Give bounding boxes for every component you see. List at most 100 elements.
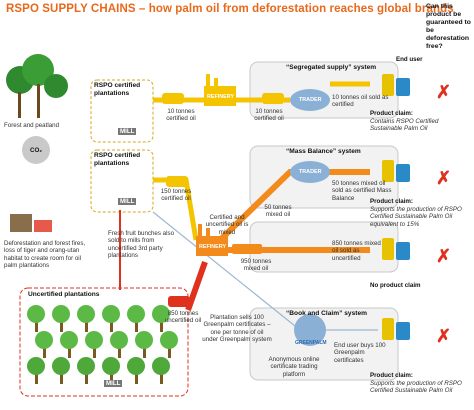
palm-crown [152, 305, 170, 323]
diagram-title: RSPO SUPPLY CHAINS – how palm oil from d… [6, 3, 454, 15]
truck-icon-1 [162, 93, 184, 104]
palm-crown [52, 305, 70, 323]
trader-icon-1 [290, 89, 330, 111]
anonymous-platform-label: Anonymous online certificate trading pla… [268, 356, 320, 378]
system-sold-3: 850 tonnes mixed oil sold as uncertified [332, 240, 381, 262]
system-sold-1: 10 tonnes oil sold as certified [332, 94, 389, 109]
deforestation-question: Can this product be guaranteed to be def… [426, 3, 471, 50]
palm-trunk [93, 342, 96, 358]
truck-icon-4 [168, 296, 190, 307]
line-certified-to-greenpalm [152, 211, 301, 331]
palm-trunk [68, 342, 71, 358]
palm-trunk [110, 368, 113, 384]
system-title-2: “Mass Balance” system [286, 148, 361, 155]
palm-trunk [143, 342, 146, 358]
ship-icon [232, 244, 262, 254]
certified-plantation-box-1 [90, 79, 154, 143]
certified-plantation-box-2 [90, 149, 154, 213]
trader-label-1: TRADER [299, 97, 322, 103]
system-sold-4: End user buys 100 Greenpalm certificates [334, 342, 386, 364]
claim-title-2: Product claim: [370, 198, 413, 205]
palm-crown [102, 305, 120, 323]
palm-trunk [160, 316, 163, 332]
co2-cloud [22, 136, 50, 164]
refinery-label-1: REFINERY [207, 94, 235, 100]
arrow-uncertified-to-refinery [185, 260, 208, 312]
palm-crown [127, 305, 145, 323]
trader-label-2: TRADER [299, 169, 322, 175]
palm-crown [52, 357, 70, 375]
claim-title-1: Product claim: [370, 110, 413, 117]
mill-label-3: MILL [104, 380, 123, 388]
palm-trunk [135, 368, 138, 384]
trader-icon-2 [290, 161, 330, 183]
palm-trunk [60, 368, 63, 384]
refinery-label-2: REFINERY [199, 244, 227, 250]
flow-label-1: 10 tonnes certified oil [166, 108, 196, 123]
flow-label-4: Certified and uncertified oil is mixed [205, 214, 249, 236]
claim-title-3: No product claim [370, 282, 421, 289]
plantation-sells-label: Plantation sells 100 Greenpalm certifica… [202, 314, 272, 344]
palm-crown [60, 331, 78, 349]
uncertified-plantation-label: Uncertified plantations [28, 291, 100, 298]
uncertified-palms [27, 305, 178, 384]
claim-text-4: Supports the production of RSPO Certifie… [370, 380, 462, 395]
palm-trunk [110, 316, 113, 332]
palm-crown [35, 331, 53, 349]
palm-crown [85, 331, 103, 349]
palm-crown [77, 305, 95, 323]
co2-label: CO₂ [30, 147, 43, 154]
palm-crown [110, 331, 128, 349]
palm-crown [77, 357, 95, 375]
system-title-1: “Segregated supply” system [286, 64, 377, 71]
palm-crown [27, 357, 45, 375]
mill-label-2: MILL [118, 198, 137, 206]
deforestation-icon [10, 214, 52, 232]
palm-trunk [85, 316, 88, 332]
cross-icon-3: ✗ [436, 246, 452, 266]
palm-crown [102, 357, 120, 375]
refinery-icon-1 [204, 74, 236, 106]
cross-icon-4: ✗ [436, 326, 452, 346]
palm-crown [127, 357, 145, 375]
cross-icon-1: ✗ [436, 82, 452, 102]
claim-text-1: Contains RSPO Certified Sustainable Palm… [370, 118, 439, 133]
products [382, 74, 410, 340]
flow-label-5: 50 tonnes mixed oil [264, 204, 292, 219]
system-title-4: “Book and Claim” system [286, 310, 367, 317]
greenpalm-icon [294, 314, 326, 346]
greenpalm-label: GREENPALM [295, 340, 327, 346]
forest-label: Forest and peatland [4, 122, 60, 129]
forest-icon [6, 54, 68, 118]
palm-crown [135, 331, 153, 349]
flow-label-2: 10 tonnes certified oil [254, 108, 284, 123]
palm-trunk [85, 368, 88, 384]
flow-label-7: 850 tonnes uncertified oil [164, 310, 202, 325]
palm-trunk [160, 368, 163, 384]
refinery-icon-2 [196, 224, 228, 256]
palm-crown [160, 331, 178, 349]
palm-trunk [118, 342, 121, 358]
claim-title-4: Product claim: [370, 372, 413, 379]
palm-crown [152, 357, 170, 375]
palm-trunk [168, 342, 171, 358]
flow-label-6: 950 tonnes mixed oil [240, 258, 272, 273]
system-sold-2: 50 tonnes mixed oil sold as certified Ma… [332, 180, 392, 202]
cross-icon-2: ✗ [436, 168, 452, 188]
deforestation-label: Deforestation and forest fires, loss of … [4, 240, 86, 270]
flow-label-3: 150 tonnes certified oil [160, 188, 192, 203]
book-and-claim-system-box [249, 307, 399, 381]
palm-trunk [35, 368, 38, 384]
truck-icon-3 [166, 176, 188, 187]
end-user-label: End user [396, 56, 423, 63]
palm-crown [27, 305, 45, 323]
truck-icon-2 [262, 93, 284, 104]
palm-trunk [35, 316, 38, 332]
palm-trunk [135, 316, 138, 332]
fresh-fruit-label: Fresh fruit bunches also sold to mills f… [108, 230, 175, 260]
certified-plantation-label-1: RSPO certified plantations [94, 82, 141, 97]
palm-trunk [60, 316, 63, 332]
claim-text-2: Supports the production of RSPO Certifie… [370, 206, 462, 228]
